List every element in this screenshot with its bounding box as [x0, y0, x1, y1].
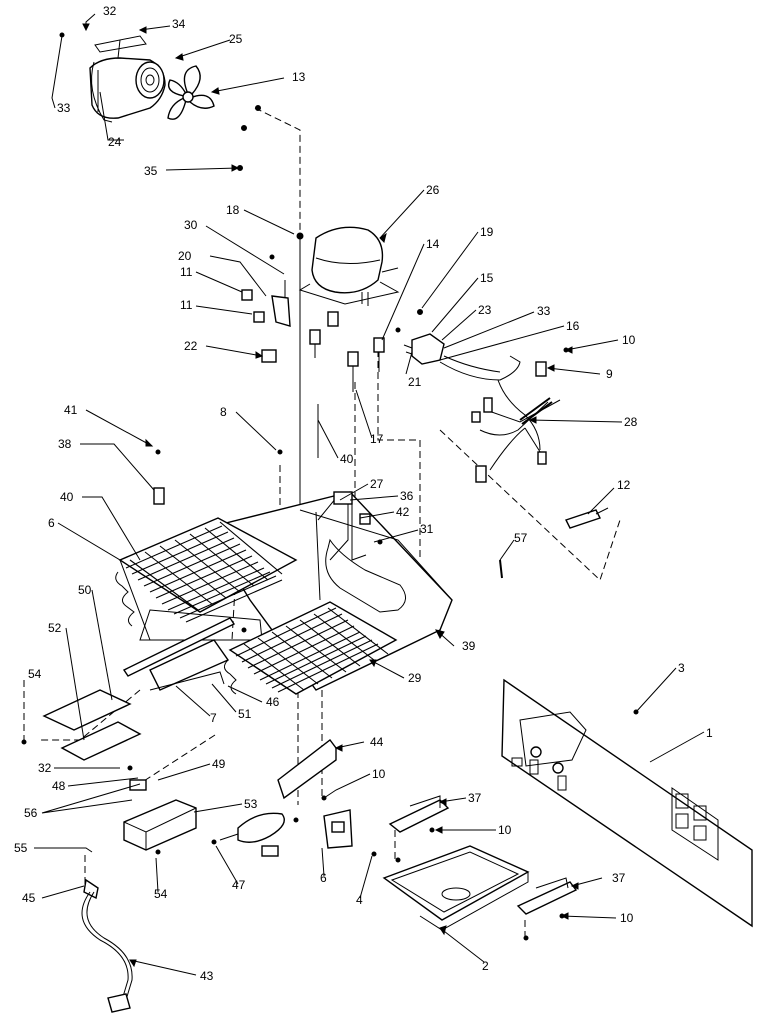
- callout-10-bottom: 10: [620, 911, 634, 925]
- electrical-harness: [395, 309, 569, 483]
- callout-10-lower: 10: [498, 823, 512, 837]
- callout-1: 1: [706, 726, 713, 740]
- callout-24: 24: [108, 135, 122, 149]
- fan-blade: [167, 65, 215, 120]
- callout-39: 39: [462, 639, 476, 653]
- callout-45: 45: [22, 891, 36, 905]
- condenser-coil: [224, 601, 398, 695]
- callout-56: 56: [24, 806, 38, 820]
- callout-17: 17: [370, 432, 384, 446]
- callout-23: 23: [478, 303, 492, 317]
- fan-motor-assembly: [59, 32, 261, 171]
- callout-7: 7: [210, 711, 217, 725]
- callout-16: 16: [566, 319, 580, 333]
- callout-25: 25: [229, 32, 243, 46]
- pan-bracket: [388, 795, 578, 915]
- compressor: [269, 226, 400, 392]
- condenser-coil: [115, 517, 298, 641]
- callout-53: 53: [244, 797, 258, 811]
- callout-4: 4: [356, 893, 363, 907]
- callout-52: 52: [48, 621, 62, 635]
- callout-19: 19: [480, 225, 494, 239]
- callout-54-lower: 54: [154, 887, 168, 901]
- callout-41: 41: [64, 403, 78, 417]
- callout-38: 38: [58, 437, 72, 451]
- callout-44: 44: [370, 735, 384, 749]
- callout-55: 55: [14, 841, 28, 855]
- thermistor: [565, 507, 609, 529]
- drain-pan: [382, 845, 530, 931]
- callout-2: 2: [482, 959, 489, 973]
- callout-14: 14: [426, 237, 440, 251]
- callout-33-right: 33: [537, 304, 551, 318]
- callout-31: 31: [420, 522, 434, 536]
- drain-hose: [219, 812, 285, 857]
- callout-30: 30: [184, 218, 198, 232]
- callout-49: 49: [212, 757, 226, 771]
- callout-numbers: 32 34 25 13 33 24 35 26 18 30 20 11 11 2…: [14, 4, 713, 983]
- callout-6-upper: 6: [48, 516, 55, 530]
- callout-15: 15: [480, 271, 494, 285]
- callout-26: 26: [426, 183, 440, 197]
- callout-32: 32: [103, 4, 117, 18]
- callout-10-middle: 10: [372, 767, 386, 781]
- callout-29: 29: [408, 671, 422, 685]
- leader-lines: [34, 13, 705, 976]
- callout-18: 18: [226, 203, 240, 217]
- callout-33: 33: [57, 101, 71, 115]
- mounting-bracket: [277, 739, 353, 849]
- callout-36: 36: [400, 489, 414, 503]
- callout-3: 3: [678, 661, 685, 675]
- callout-46: 46: [266, 695, 280, 709]
- callout-6-lower: 6: [320, 871, 327, 885]
- callout-22: 22: [184, 339, 198, 353]
- callout-11-lower: 11: [180, 298, 193, 312]
- callout-21: 21: [408, 375, 422, 389]
- grommet: [309, 311, 385, 392]
- callout-34: 34: [172, 17, 186, 31]
- callout-28: 28: [624, 415, 638, 429]
- callout-51: 51: [238, 707, 252, 721]
- callout-50: 50: [78, 583, 92, 597]
- callout-12: 12: [617, 478, 631, 492]
- drain-tube: [122, 617, 236, 677]
- callout-42: 42: [396, 505, 410, 519]
- callout-9: 9: [606, 367, 613, 381]
- power-cord: [81, 878, 133, 1013]
- callout-43: 43: [200, 969, 214, 983]
- callout-13: 13: [292, 70, 306, 84]
- callout-8: 8: [220, 405, 227, 419]
- callout-35: 35: [144, 164, 158, 178]
- callout-37-lower: 37: [612, 871, 626, 885]
- callout-47: 47: [232, 878, 246, 892]
- callout-40-upper: 40: [340, 452, 354, 466]
- callout-48: 48: [52, 779, 66, 793]
- callout-11-upper: 11: [180, 265, 193, 279]
- relay-components: [241, 280, 291, 363]
- callout-40-lower: 40: [60, 490, 74, 504]
- junction-box: [123, 779, 197, 851]
- callout-20: 20: [178, 249, 192, 263]
- callout-37-upper: 37: [468, 791, 482, 805]
- callout-57: 57: [514, 531, 528, 545]
- front-panel: [501, 678, 753, 928]
- callout-27: 27: [370, 477, 384, 491]
- callout-10-upper: 10: [622, 333, 636, 347]
- access-panels: [42, 639, 230, 761]
- callout-32-lower: 32: [38, 761, 52, 775]
- callout-54-upper: 54: [28, 667, 42, 681]
